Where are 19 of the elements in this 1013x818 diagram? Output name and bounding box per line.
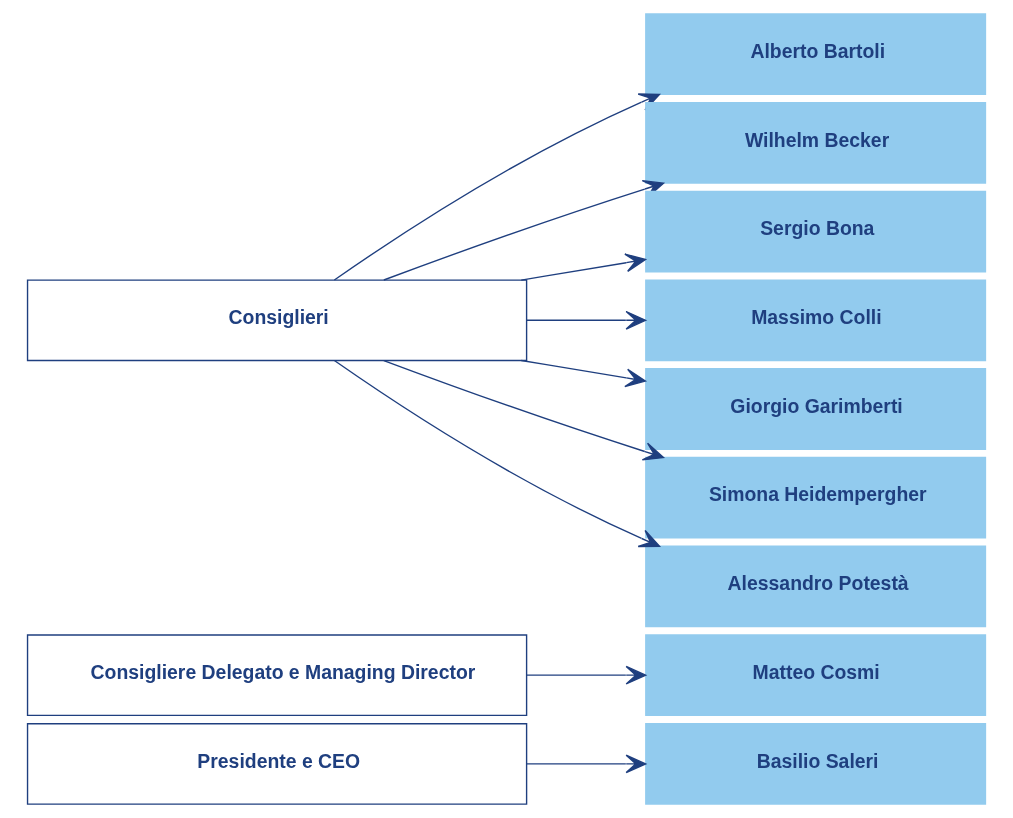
node-box: Wilhelm Becker bbox=[645, 101, 987, 184]
node-box: Simona Heidempergher bbox=[645, 456, 987, 539]
arrow bbox=[383, 359, 665, 461]
arrow bbox=[526, 665, 647, 685]
arrow bbox=[333, 359, 661, 548]
node-box: Matteo Cosmi bbox=[645, 634, 987, 717]
arrow bbox=[520, 253, 647, 281]
node-box: Consiglieri bbox=[26, 279, 528, 362]
arrow bbox=[520, 359, 647, 388]
node-box: Consigliere Delegato e Managing Director bbox=[26, 634, 528, 717]
arrow bbox=[526, 754, 647, 774]
node-box: Alberto Bartoli bbox=[645, 13, 987, 95]
node-box: Presidente e CEO bbox=[26, 723, 528, 805]
node-box: Giorgio Garimberti bbox=[645, 368, 987, 450]
node-box: Basilio Saleri bbox=[645, 723, 987, 805]
node-box: Massimo Colli bbox=[645, 279, 987, 362]
arrow bbox=[526, 310, 647, 330]
node-box: Sergio Bona bbox=[645, 190, 987, 273]
node-box: Alessandro Potestà bbox=[645, 545, 987, 628]
